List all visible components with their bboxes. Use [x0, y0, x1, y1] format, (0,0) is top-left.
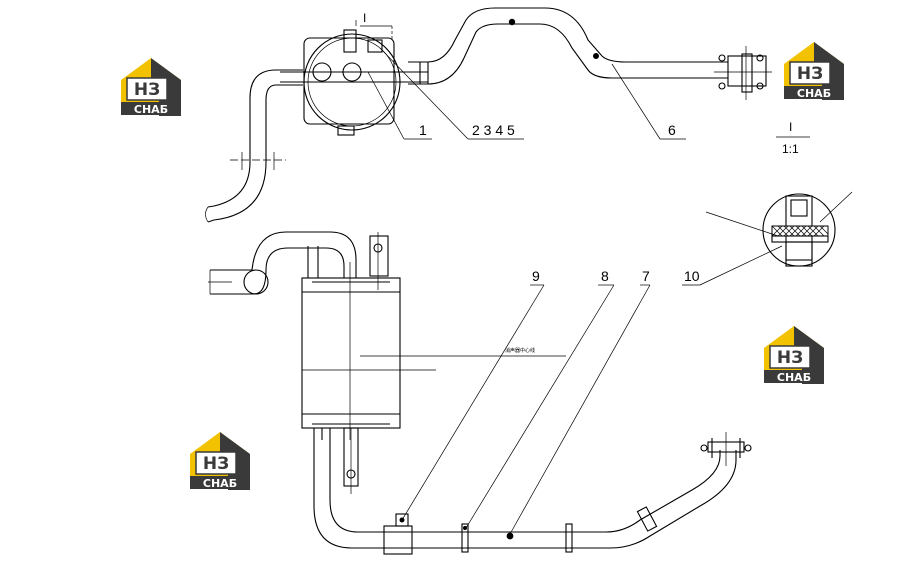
logo-big-text: НЗ [797, 64, 823, 84]
callout-2345: 2 3 4 5 [472, 122, 515, 138]
callout-8: 8 [601, 268, 609, 284]
side-muffler: 消声器中心线 [301, 262, 566, 440]
callout-6: 6 [668, 122, 676, 138]
detail-view: 10 [682, 191, 853, 286]
side-inlet-pipe [210, 231, 357, 295]
top-outlet-pipe [408, 7, 728, 85]
logo-big-text: НЗ [134, 80, 160, 100]
side-view: 消声器中心线 [208, 231, 752, 555]
watermark-logo: НЗ СНАБ [190, 432, 250, 490]
detail-mark-top: I [363, 11, 366, 25]
logo-big-text: НЗ [203, 454, 229, 474]
detail-mark: I [789, 120, 792, 134]
watermark-logo: НЗ СНАБ [764, 326, 824, 384]
watermark-logo: НЗ СНАБ [121, 58, 181, 116]
top-inlet-pipe [207, 69, 303, 223]
callout-1: 1 [419, 122, 427, 138]
top-muffler: I [280, 11, 428, 136]
side-outlet-pipe [313, 428, 737, 549]
detail-scale: 1:1 [782, 142, 799, 156]
callout-10: 10 [684, 268, 700, 284]
callout-7: 7 [642, 268, 650, 284]
watermark-logo: НЗ СНАБ [784, 42, 844, 100]
logo-small-text: СНАБ [134, 103, 168, 116]
top-flange [714, 46, 772, 100]
top-view: I 1 2 3 4 5 6 I [205, 7, 810, 223]
logo-big-text: НЗ [777, 348, 803, 368]
logo-small-text: СНАБ [203, 477, 237, 490]
side-clamp [380, 513, 416, 555]
callout-9: 9 [532, 268, 540, 284]
logo-small-text: СНАБ [797, 87, 831, 100]
side-flange [700, 432, 752, 466]
logo-small-text: СНАБ [777, 371, 811, 384]
muffler-centerline-note: 消声器中心线 [505, 347, 535, 354]
